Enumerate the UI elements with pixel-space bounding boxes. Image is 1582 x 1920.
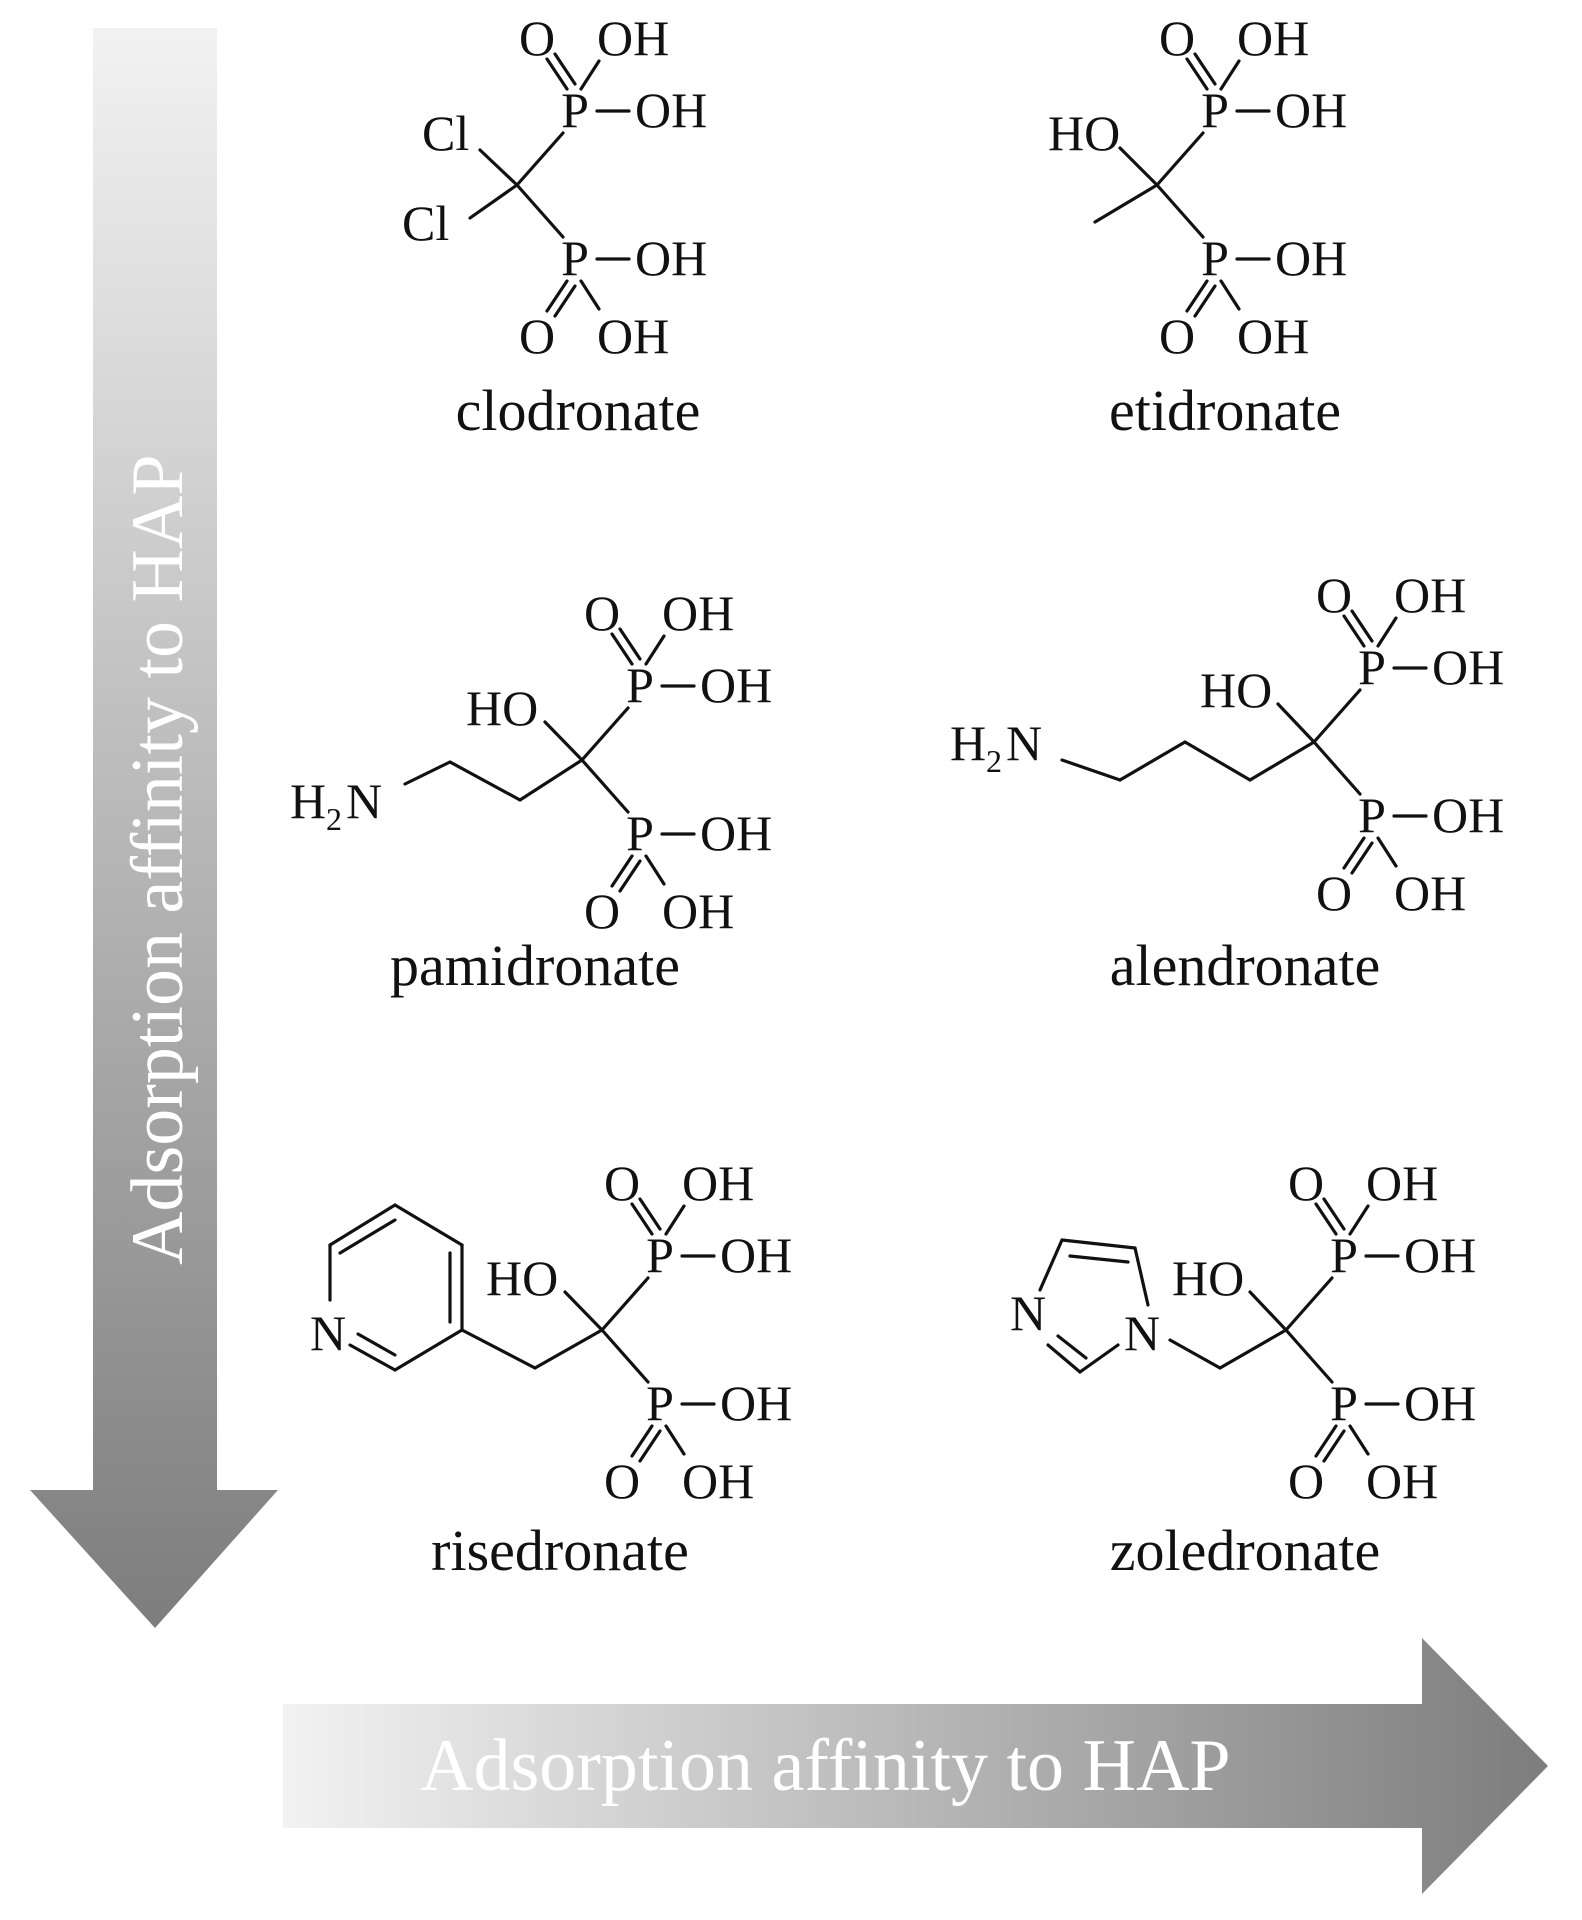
compound-name-zoledronate: zoledronate: [1110, 1518, 1381, 1583]
bond-line: [543, 720, 584, 762]
bond-line: [328, 1203, 397, 1247]
clodronate-structure: Cl Cl clodronate: [402, 8, 709, 443]
alendronate-substituents: HO H 2 N: [950, 662, 1316, 782]
bond-line: [1183, 740, 1252, 782]
bond-line: [460, 1328, 537, 1370]
bisphosphonate-core: [1312, 565, 1506, 923]
bond-line: [1118, 146, 1159, 187]
bond-line: [1118, 740, 1187, 782]
hydroxyl-label: HO: [1172, 1250, 1244, 1306]
compound-name-alendronate: alendronate: [1110, 933, 1381, 998]
compound-name-etidronate: etidronate: [1109, 378, 1341, 443]
bond-line: [533, 1328, 604, 1370]
vertical-affinity-arrow: Adsorption affinity to HAP: [30, 28, 278, 1628]
bisphosphonate-core: [1155, 8, 1349, 366]
chlorine-atom-label: Cl: [402, 195, 449, 251]
bond-line: [1168, 1338, 1222, 1370]
bond-line: [1276, 702, 1316, 744]
compound-name-clodronate: clodronate: [456, 378, 701, 443]
etidronate-structure: HO etidronate: [1048, 8, 1349, 443]
subscript-two: 2: [986, 743, 1002, 779]
bond-line: [468, 183, 519, 220]
bond-line: [563, 1290, 604, 1332]
bond-line: [1068, 1254, 1130, 1264]
bond-line: [1060, 758, 1122, 782]
clodronate-substituents: Cl Cl: [402, 105, 519, 251]
bond-line: [348, 1343, 397, 1372]
chlorine-atom-label: Cl: [422, 105, 469, 161]
nitrogen-atom-label: N: [1124, 1305, 1160, 1361]
nitrogen-atom-label: N: [1006, 715, 1042, 771]
bond-line: [1093, 183, 1159, 224]
bond-line: [1056, 1334, 1088, 1360]
bond-line: [1218, 1328, 1288, 1370]
hydrogen-atom-label: H: [950, 715, 986, 771]
bond-line: [1248, 740, 1316, 782]
nitrogen-atom-label: N: [346, 773, 382, 829]
amine-group: H 2 N: [950, 715, 1042, 779]
horizontal-affinity-arrow: Adsorption affinity to HAP: [283, 1638, 1548, 1894]
bond-line: [448, 760, 522, 802]
pamidronate-structure: HO H 2 N pamidronate: [290, 583, 774, 998]
bond-line: [478, 148, 519, 187]
bond-line: [393, 1328, 464, 1372]
hydrogen-atom-label: H: [290, 773, 326, 829]
nitrogen-atom-label: N: [1010, 1285, 1046, 1341]
bond-line: [356, 1332, 397, 1357]
nitrogen-atom-label: N: [310, 1305, 346, 1361]
bisphosphonate-core: [515, 8, 709, 366]
pamidronate-substituents: HO H 2 N: [290, 680, 584, 837]
bond-line: [1060, 1238, 1137, 1250]
zoledronate-structure: HO N N zoledronate: [1010, 1153, 1478, 1583]
etidronate-substituents: HO: [1048, 105, 1159, 224]
bond-line: [1248, 1290, 1288, 1332]
hydroxyl-label: HO: [1200, 662, 1272, 718]
risedronate-structure: HO N risedronate: [310, 1153, 794, 1583]
bisphosphonate-core: [580, 583, 774, 941]
hydroxyl-label: HO: [1048, 105, 1120, 161]
compound-name-pamidronate: pamidronate: [390, 933, 680, 998]
subscript-two: 2: [326, 801, 342, 837]
bond-line: [1078, 1343, 1120, 1374]
vertical-arrow-label: Adsorption affinity to HAP: [117, 454, 199, 1265]
horizontal-arrow-label: Adsorption affinity to HAP: [420, 1725, 1231, 1807]
bond-line: [518, 758, 584, 802]
alendronate-structure: HO H 2 N alendronate: [950, 565, 1506, 998]
bond-line: [338, 1218, 397, 1255]
hydroxyl-label: HO: [466, 680, 538, 736]
bond-line: [1046, 1343, 1082, 1374]
amine-group: H 2 N: [290, 773, 382, 837]
bisphosphonate-core: [1284, 1153, 1478, 1511]
pyridine-ring: N: [310, 1203, 464, 1372]
bond-line: [393, 1203, 464, 1247]
hydroxyl-label: HO: [486, 1250, 558, 1306]
bond-line: [403, 760, 452, 786]
bisphosphonate-core: [600, 1153, 794, 1511]
compound-name-risedronate: risedronate: [431, 1518, 689, 1583]
zoledronate-substituents: HO N N: [1010, 1238, 1288, 1374]
risedronate-substituents: HO N: [310, 1203, 604, 1372]
bond-line: [1133, 1246, 1150, 1307]
imidazole-ring: N N: [1010, 1238, 1160, 1374]
bond-line: [1038, 1238, 1064, 1292]
